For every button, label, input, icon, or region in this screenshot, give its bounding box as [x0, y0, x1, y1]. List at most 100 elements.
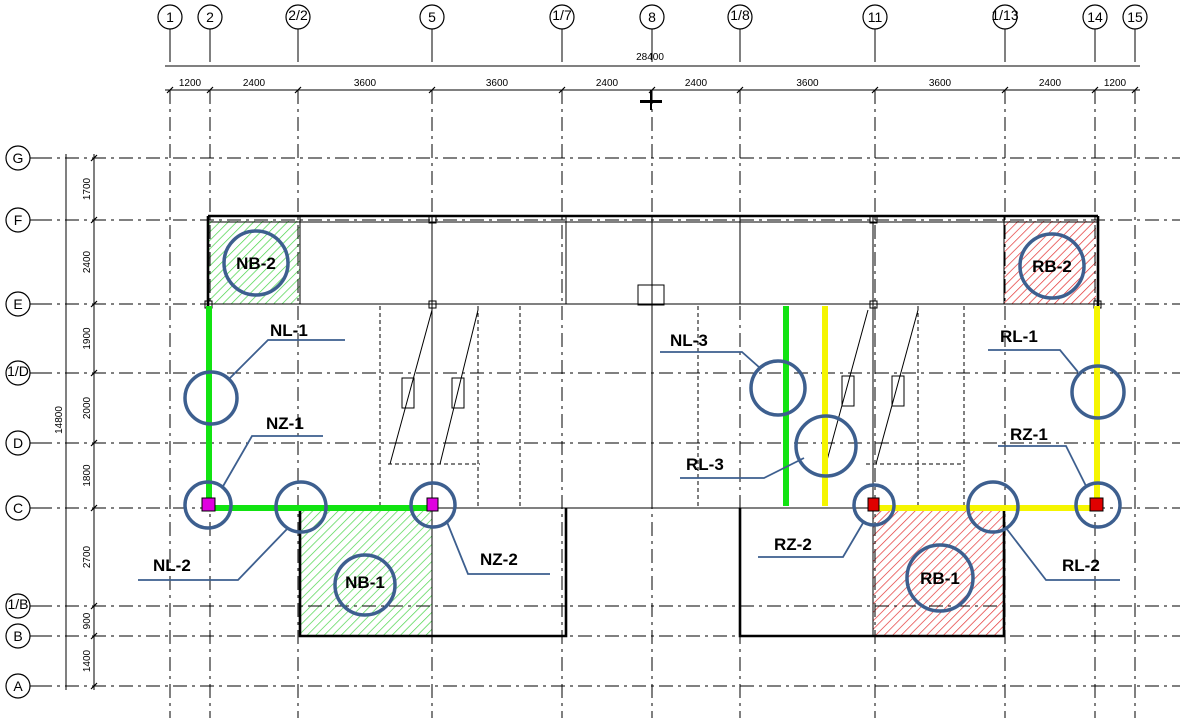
- axis-marker-G: G: [5, 145, 52, 171]
- callout-nz-1: NZ-1: [183, 414, 323, 530]
- callout-rb-2: RB-2: [1018, 232, 1086, 300]
- beam-rl-3: [822, 306, 828, 506]
- callout-label: RZ-2: [774, 535, 812, 554]
- axis-marker-B: B: [5, 623, 52, 649]
- callout-nl-2: NL-2: [138, 480, 328, 581]
- axis-label: E: [13, 296, 22, 312]
- callout-rz-1: RZ-1: [998, 425, 1122, 529]
- left-dimension: 1400: [82, 649, 93, 672]
- axis-marker-2-2: 2/2: [285, 4, 311, 62]
- callout-label: NL-2: [153, 556, 191, 575]
- left-dimension: 2000: [82, 396, 93, 419]
- hidden-wall-right: [697, 306, 965, 508]
- top-dimension: 1200: [179, 78, 202, 89]
- axis-marker-8: 8: [639, 4, 665, 62]
- stair-mark-4: [891, 375, 905, 407]
- column-nz-2: [426, 497, 439, 512]
- callout-circle: [794, 414, 858, 478]
- overall-dimension: 28400: [636, 52, 664, 63]
- axis-label: 11: [868, 9, 883, 25]
- callout-circle: [1070, 364, 1126, 420]
- axis-label: 14: [1087, 9, 1103, 25]
- callout-circle: [183, 370, 239, 426]
- beam-nl-3: [783, 306, 789, 506]
- axis-label: 1: [166, 9, 174, 25]
- callout-label: RB-2: [1032, 257, 1072, 276]
- axis-marker-1-7: 1/7: [549, 4, 575, 62]
- axis-marker-1-D: 1/D: [5, 360, 52, 386]
- south-wall-right: [738, 508, 1006, 638]
- stair-left: [389, 309, 479, 465]
- callout-nb-1: NB-1: [333, 553, 397, 617]
- axis-label: 1/B: [7, 596, 28, 612]
- top-dimension: 2400: [243, 78, 266, 89]
- callout-label: RL-2: [1062, 556, 1100, 575]
- top-dimension: 2400: [1039, 78, 1062, 89]
- center-block: [637, 284, 665, 306]
- callout-circle: [183, 480, 233, 530]
- callout-leader: [998, 445, 1087, 487]
- axis-marker-F: F: [5, 207, 52, 233]
- beam-rl-2: [873, 505, 1098, 511]
- south-wall-left: [298, 508, 568, 638]
- callout-label: RB-1: [920, 569, 960, 588]
- axis-label: B: [13, 628, 22, 644]
- left-dimension: 1700: [82, 177, 93, 200]
- callout-circle: [852, 483, 896, 527]
- callout-circle: [966, 480, 1020, 534]
- axis-label: 15: [1127, 9, 1143, 25]
- callout-leader: [229, 339, 345, 379]
- axis-label: G: [13, 150, 24, 166]
- top-dimension: 2400: [685, 78, 708, 89]
- axis-marker-1-13: 1/13: [991, 4, 1019, 62]
- beam-rl-1: [1094, 306, 1100, 508]
- left-dimension: 2700: [82, 545, 93, 568]
- top-dimension: 3600: [796, 78, 819, 89]
- axis-label: 8: [648, 9, 656, 25]
- axis-marker-A: A: [5, 673, 52, 699]
- callout-circle: [409, 481, 457, 529]
- callout-nl-1: NL-1: [183, 321, 345, 426]
- column-nz-1: [201, 497, 216, 512]
- callout-circle: [749, 359, 807, 417]
- top-dimension: 1200: [1104, 78, 1127, 89]
- callout-rb-1: RB-1: [905, 543, 975, 613]
- callout-rz-2: RZ-2: [758, 483, 896, 558]
- structural-members: [201, 306, 1104, 512]
- callout-rl-3: RL-3: [680, 414, 858, 479]
- callout-label: RL-3: [686, 455, 724, 474]
- callout-leader: [758, 522, 864, 558]
- building-walls: [204, 214, 1102, 638]
- stair-mark-1: [401, 377, 415, 409]
- left-dimension: 2400: [82, 250, 93, 273]
- callout-label: NL-3: [670, 331, 708, 350]
- hidden-wall-left: [379, 306, 521, 508]
- callout-leader: [660, 351, 761, 369]
- callout-leader: [221, 435, 323, 489]
- callout-rl-2: RL-2: [966, 480, 1120, 581]
- axis-marker-11: 11: [862, 4, 888, 62]
- top-dimension: 3600: [486, 78, 509, 89]
- callout-rl-1: RL-1: [988, 327, 1126, 420]
- callout-leader: [446, 521, 550, 575]
- axis-label: A: [13, 678, 23, 694]
- axis-marker-E: E: [5, 291, 52, 317]
- callout-circle: [1074, 481, 1122, 529]
- top-dimension: 3600: [929, 78, 952, 89]
- axis-marker-C: C: [5, 495, 52, 521]
- axis-label: 1/7: [552, 7, 572, 23]
- column-rz-2: [867, 497, 880, 512]
- axis-marker-1-B: 1/B: [5, 593, 52, 619]
- callout-leader: [1005, 527, 1120, 581]
- axis-grid-lines: [38, 90, 1180, 718]
- axis-label: 1/8: [730, 7, 750, 23]
- beam-nl-1: [206, 306, 212, 508]
- callout-label: RL-1: [1000, 327, 1038, 346]
- callout-leader: [988, 349, 1079, 373]
- axis-marker-15: 15: [1122, 4, 1148, 62]
- axis-marker-14: 14: [1082, 4, 1108, 62]
- axis-label: C: [13, 500, 23, 516]
